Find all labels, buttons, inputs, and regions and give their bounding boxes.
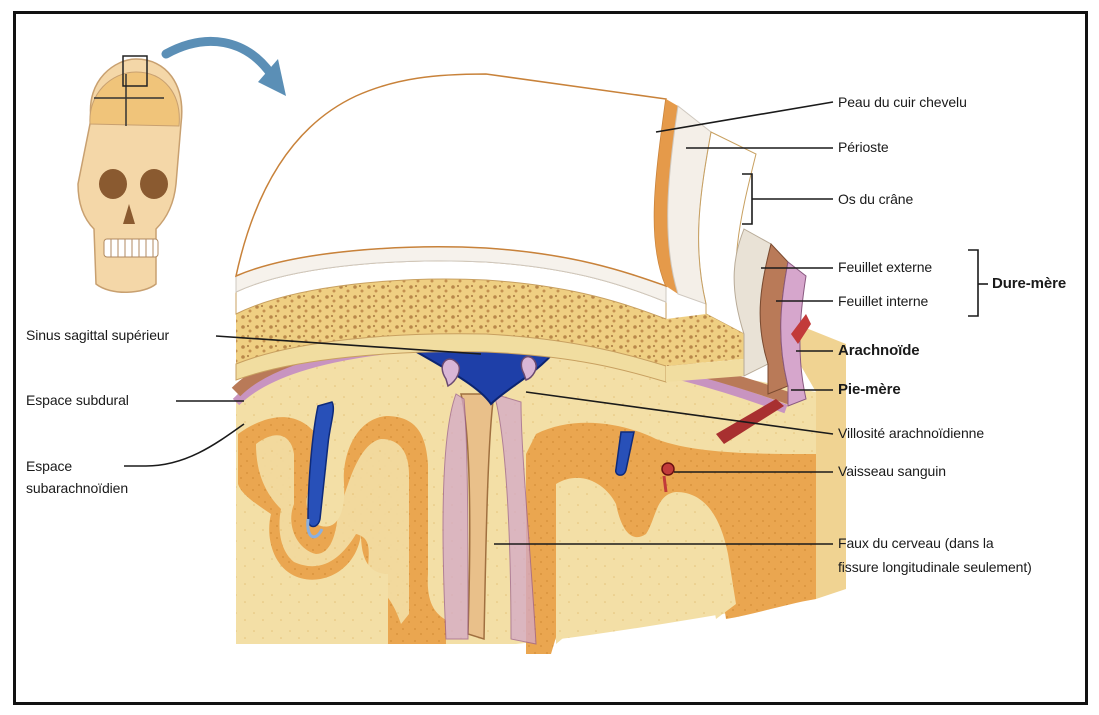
arrow-icon [166,41,271,74]
meninges-illustration [16,14,1085,702]
label-feuillet-externe: Feuillet externe [838,259,932,276]
label-vaisseau: Vaisseau sanguin [838,463,946,480]
label-faux-line1: Faux du cerveau (dans la [838,535,994,552]
figure-frame: Peau du cuir chevelu Périoste Os du crân… [13,11,1088,705]
label-feuillet-interne: Feuillet interne [838,293,928,310]
label-dure-mere: Dure-mère [992,275,1066,292]
label-villosite: Villosité arachnoïdienne [838,425,984,442]
label-subdural: Espace subdural [26,392,129,409]
label-os: Os du crâne [838,191,913,208]
label-sinus: Sinus sagittal supérieur [26,327,169,344]
label-perioste: Périoste [838,139,889,156]
label-arachnoide: Arachnoïde [838,342,920,359]
label-peau: Peau du cuir chevelu [838,94,967,111]
skull-icon [78,56,182,292]
label-subarach-line2: subarachnoïdien [26,480,128,497]
label-faux-line2: fissure longitudinale seulement) [838,559,1032,576]
label-subarach-line1: Espace [26,458,72,475]
label-pie-mere: Pie-mère [838,381,901,398]
